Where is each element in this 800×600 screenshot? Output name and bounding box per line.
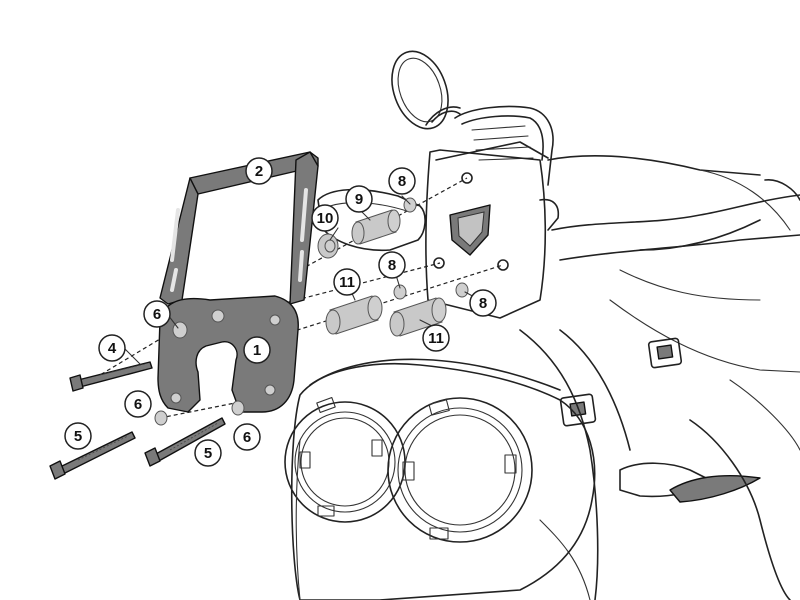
svg-text:8: 8 [398,173,406,190]
svg-text:9: 9 [355,191,363,208]
svg-text:11: 11 [428,330,444,347]
bolt-part-5-left [49,431,136,480]
callout-2: 2 [245,157,273,185]
spacer-part-9 [351,209,401,245]
svg-text:6: 6 [134,396,142,413]
callout-8-right: 8 [469,289,497,317]
callout-11-right: 11 [422,324,450,352]
svg-text:8: 8 [479,295,487,312]
svg-text:6: 6 [243,429,251,446]
svg-text:2: 2 [255,163,263,180]
spacer-part-11-right [389,297,447,337]
bracket-frame-part-2 [159,151,319,305]
svg-text:4: 4 [108,340,117,357]
washer-6-lower-left [154,410,168,426]
mounting-plate-part-1 [157,295,299,413]
callout-10: 10 [311,204,339,232]
svg-text:8: 8 [388,257,396,274]
callouts: 1 2 4 5 5 6 6 6 [64,157,497,467]
svg-text:5: 5 [74,428,82,445]
callout-8-middle: 8 [378,251,406,279]
washer-8-right [455,282,469,298]
svg-text:1: 1 [253,342,261,359]
callout-11-left: 11 [333,268,361,296]
washer-6-lower-right [231,400,245,416]
headlight-right [387,397,533,543]
motorcycle-front-outline [284,50,800,600]
callout-8-top: 8 [388,167,416,195]
callout-9: 9 [345,185,373,213]
callout-6-lower-right: 6 [233,423,261,451]
washer-8-middle [393,284,407,300]
callout-5-left: 5 [64,422,92,450]
svg-text:6: 6 [153,306,161,323]
svg-text:10: 10 [317,210,334,227]
svg-text:5: 5 [204,445,212,462]
spacer-part-10 [317,233,339,259]
mirror [391,50,461,130]
callout-5-right: 5 [194,439,222,467]
headlight-left [284,397,406,523]
callout-6-upper: 6 [143,300,171,328]
callout-6-lower-left: 6 [124,390,152,418]
svg-text:11: 11 [339,274,355,291]
spacer-part-11-left [325,295,383,335]
bolt-part-4 [69,361,153,392]
bolt-part-5-right [144,417,226,467]
callout-1: 1 [243,336,271,364]
callout-4: 4 [98,334,126,362]
